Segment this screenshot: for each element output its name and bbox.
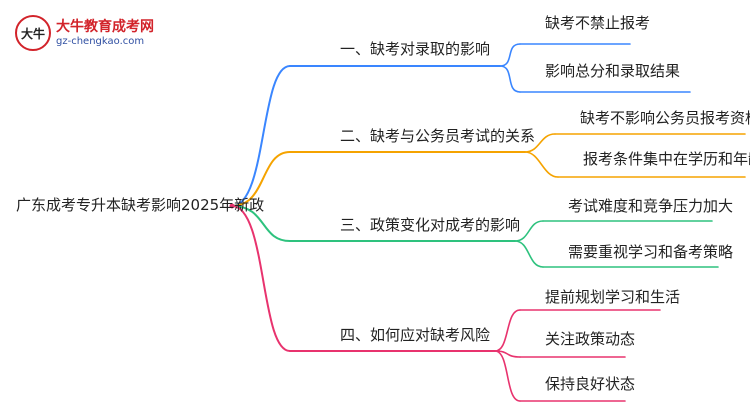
branch-connector <box>231 205 291 242</box>
root-topic: 广东成考专升本缺考影响2025年新政 <box>16 196 265 214</box>
leaf-label: 需要重视学习和备考策略 <box>568 243 734 261</box>
logo-badge-icon: 大牛 <box>15 15 51 51</box>
child-connector <box>514 220 544 242</box>
logo: 大牛 大牛教育成考网 gz-chengkao.com <box>14 14 174 54</box>
child-connector <box>514 240 544 268</box>
child-connector <box>499 65 521 93</box>
logo-title: 大牛教育成考网 <box>56 19 154 35</box>
branch-label: 二、缺考与公务员考试的关系 <box>340 127 536 145</box>
leaf-label: 提前规划学习和生活 <box>545 288 681 306</box>
child-connector <box>494 350 521 402</box>
branch-label: 一、缺考对录取的影响 <box>340 40 491 58</box>
child-connector <box>494 309 521 352</box>
branch-connector <box>231 151 291 207</box>
leaf-label: 关注政策动态 <box>545 330 636 348</box>
branch-label: 三、政策变化对成考的影响 <box>340 216 521 234</box>
leaf-label: 影响总分和录取结果 <box>545 62 681 80</box>
child-connector <box>524 151 559 178</box>
child-connector <box>499 43 521 67</box>
leaf-label: 报考条件集中在学历和年龄 <box>583 150 750 168</box>
leaf-label: 考试难度和竞争压力加大 <box>568 197 734 215</box>
leaf-label: 缺考不禁止报考 <box>545 14 651 32</box>
logo-url: gz-chengkao.com <box>56 36 145 47</box>
branch-connector <box>231 65 291 207</box>
root-dot <box>229 203 235 209</box>
leaf-label: 缺考不影响公务员报考资格 <box>580 109 750 127</box>
branch-connector <box>231 205 291 352</box>
branch-label: 四、如何应对缺考风险 <box>340 326 491 344</box>
child-connector <box>524 133 556 153</box>
leaf-label: 保持良好状态 <box>545 375 636 393</box>
svg-text:大牛: 大牛 <box>21 26 45 41</box>
